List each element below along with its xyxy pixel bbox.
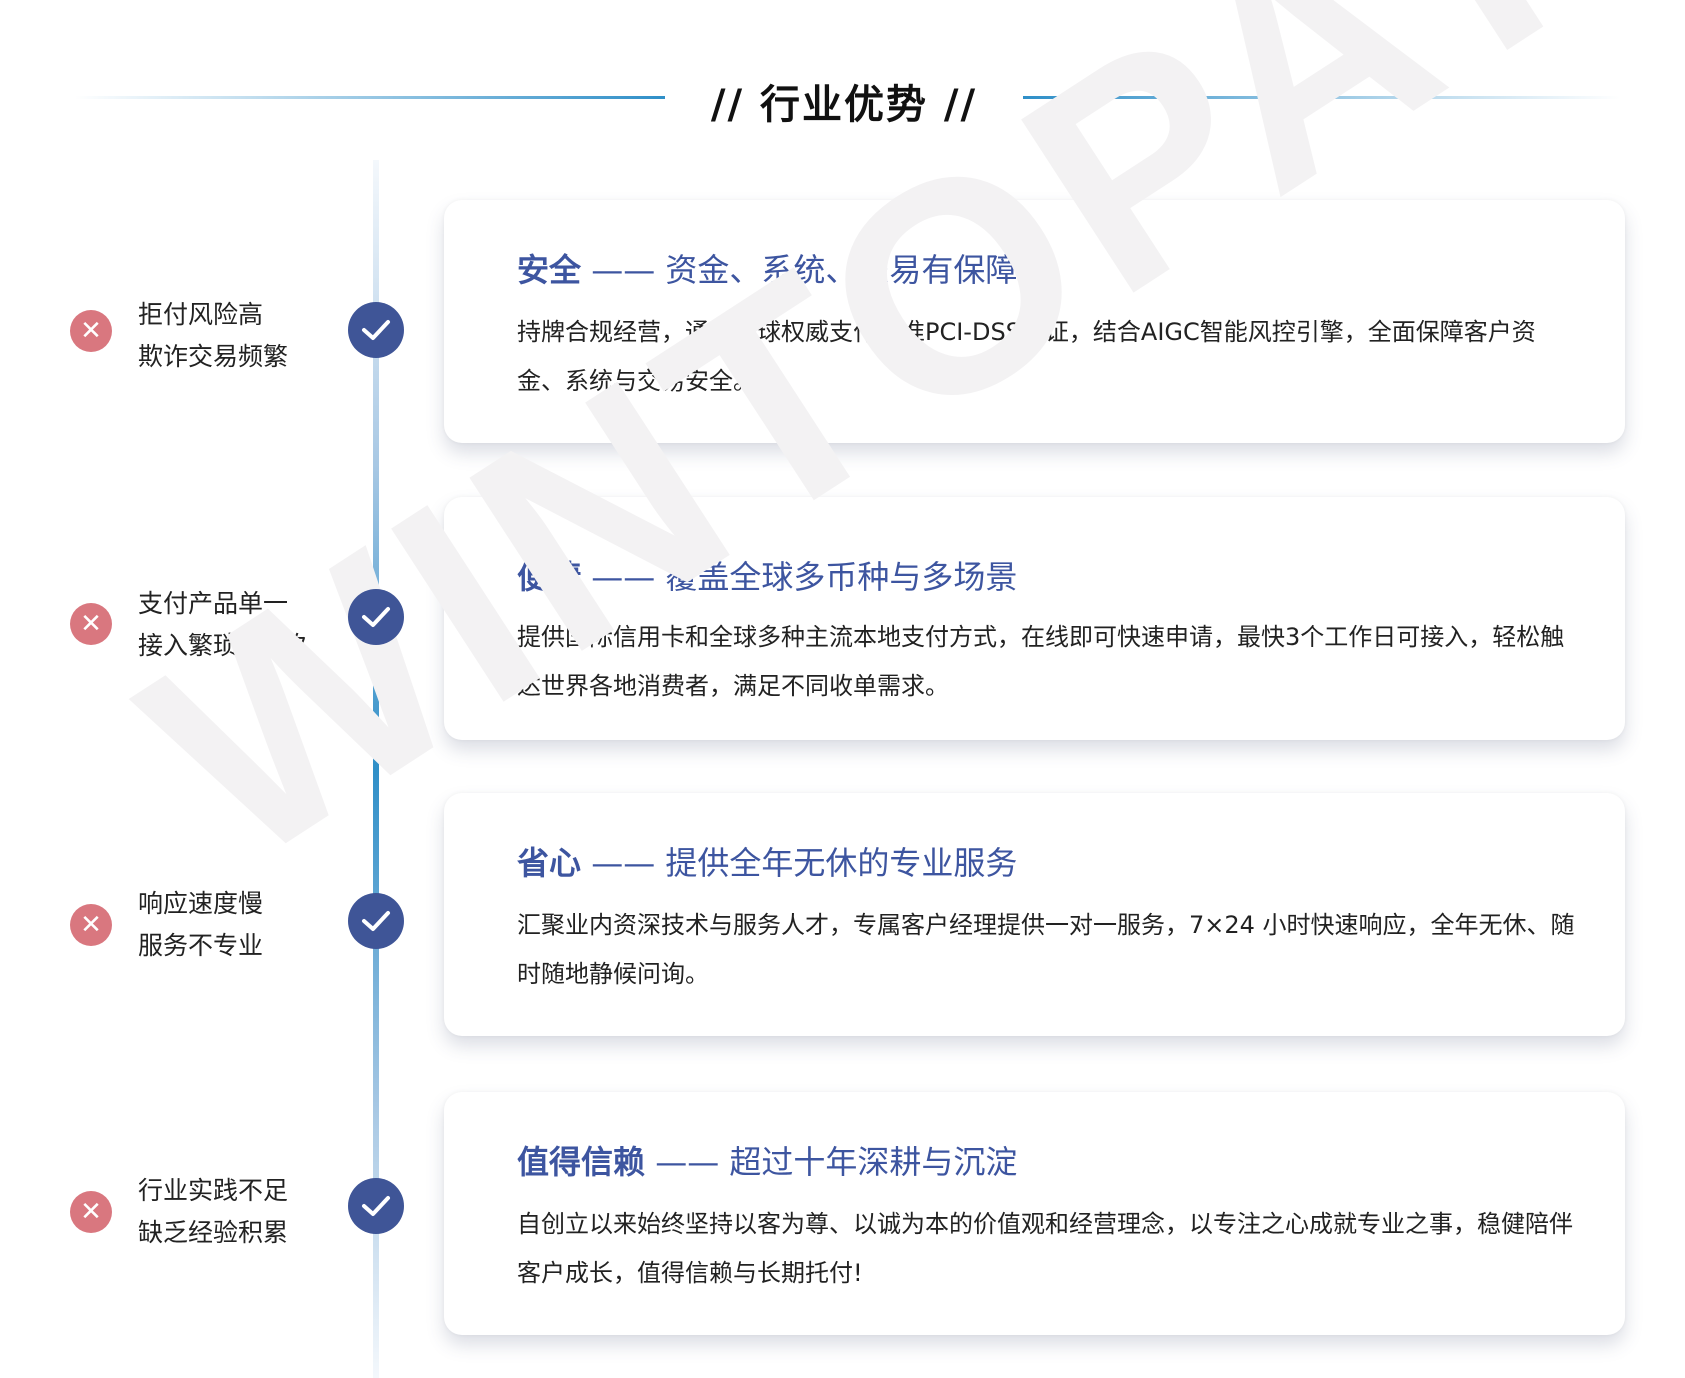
card-title: 安全 —— 资金、系统、交易有保障 bbox=[517, 245, 1017, 291]
advantage-row: ✕ 支付产品单一接入繁琐时间久 便捷 —— 覆盖全球多币种与多场景 提供国际信用… bbox=[0, 497, 1685, 740]
card-title-subtitle: —— 资金、系统、交易有保障 bbox=[581, 251, 1018, 289]
pain-point-line: 接入繁琐时间久 bbox=[138, 631, 314, 660]
card-title: 便捷 —— 覆盖全球多币种与多场景 bbox=[517, 552, 1017, 598]
cross-icon: ✕ bbox=[70, 904, 112, 946]
title-divider-left bbox=[75, 96, 665, 99]
pain-point-line: 欺诈交易频繁 bbox=[138, 342, 289, 371]
card-title-subtitle: —— 覆盖全球多币种与多场景 bbox=[581, 558, 1018, 596]
card-body: 持牌合规经营，通过全球权威支付标准PCI-DSS认证，结合AIGC智能风控引擎，… bbox=[517, 318, 1536, 395]
card-title-keyword: 便捷 bbox=[517, 558, 582, 596]
card-body: 提供国际信用卡和全球多种主流本地支付方式，在线即可快速申请，最快3个工作日可接入… bbox=[517, 623, 1565, 700]
pain-point: 支付产品单一接入繁琐时间久 bbox=[138, 583, 313, 667]
card-body: 自创立以来始终坚持以客为尊、以诚为本的价值观和经营理念，以专注之心成就专业之事，… bbox=[517, 1210, 1573, 1287]
cross-icon: ✕ bbox=[70, 1191, 112, 1233]
cross-icon: ✕ bbox=[70, 603, 112, 645]
check-icon bbox=[348, 1178, 404, 1234]
pain-point-line: 行业实践不足 bbox=[138, 1176, 289, 1205]
pain-point: 行业实践不足缺乏经验积累 bbox=[138, 1170, 288, 1254]
advantage-card: 省心 —— 提供全年无休的专业服务 汇聚业内资深技术与服务人才，专属客户经理提供… bbox=[444, 793, 1625, 1036]
pain-point: 响应速度慢服务不专业 bbox=[138, 883, 263, 967]
card-title-keyword: 安全 bbox=[517, 251, 582, 289]
pain-point-line: 支付产品单一 bbox=[138, 589, 289, 618]
advantage-row: ✕ 响应速度慢服务不专业 省心 —— 提供全年无休的专业服务 汇聚业内资深技术与… bbox=[0, 793, 1685, 1036]
card-body: 汇聚业内资深技术与服务人才，专属客户经理提供一对一服务，7×24 小时快速响应，… bbox=[517, 911, 1575, 988]
card-title-subtitle: —— 提供全年无休的专业服务 bbox=[581, 844, 1018, 882]
pain-point-line: 服务不专业 bbox=[138, 931, 264, 960]
check-icon bbox=[348, 589, 404, 645]
card-title-subtitle: —— 超过十年深耕与沉淀 bbox=[645, 1143, 1018, 1181]
cross-icon: ✕ bbox=[70, 310, 112, 352]
card-title: 省心 —— 提供全年无休的专业服务 bbox=[517, 838, 1017, 884]
pain-point-line: 响应速度慢 bbox=[138, 889, 264, 918]
watermark-logo: WINTOPAY bbox=[92, 0, 1653, 926]
pain-point-line: 拒付风险高 bbox=[138, 300, 264, 329]
pain-point-line: 缺乏经验积累 bbox=[138, 1218, 289, 1247]
advantage-row: ✕ 行业实践不足缺乏经验积累 值得信赖 —— 超过十年深耕与沉淀 自创立以来始终… bbox=[0, 1092, 1685, 1335]
advantage-row: ✕ 拒付风险高欺诈交易频繁 安全 —— 资金、系统、交易有保障 持牌合规经营，通… bbox=[0, 200, 1685, 443]
advantage-card: 安全 —— 资金、系统、交易有保障 持牌合规经营，通过全球权威支付标准PCI-D… bbox=[444, 200, 1625, 443]
check-icon bbox=[348, 893, 404, 949]
card-title-keyword: 值得信赖 bbox=[517, 1143, 646, 1181]
title-divider-right bbox=[1023, 96, 1620, 99]
card-title-keyword: 省心 bbox=[517, 844, 582, 882]
timeline-line bbox=[373, 160, 379, 1378]
section-title: // 行业优势 // bbox=[710, 82, 978, 128]
card-title: 值得信赖 —— 超过十年深耕与沉淀 bbox=[517, 1137, 1017, 1183]
check-icon bbox=[348, 302, 404, 358]
advantage-card: 便捷 —— 覆盖全球多币种与多场景 提供国际信用卡和全球多种主流本地支付方式，在… bbox=[444, 497, 1625, 740]
pain-point: 拒付风险高欺诈交易频繁 bbox=[138, 294, 288, 378]
advantage-card: 值得信赖 —— 超过十年深耕与沉淀 自创立以来始终坚持以客为尊、以诚为本的价值观… bbox=[444, 1092, 1625, 1335]
